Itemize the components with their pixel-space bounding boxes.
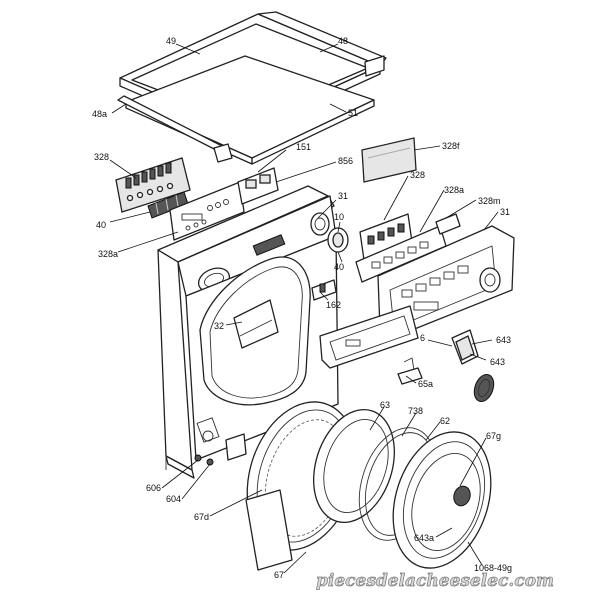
callout-738: 738 (408, 406, 423, 416)
callout-40-left: 40 (96, 220, 106, 230)
callout-328a-right: 328a (444, 185, 464, 195)
control-fascia-right (377, 225, 515, 339)
module-328m (435, 213, 461, 235)
callout-labels: 49 48 48a 51 328 328f 151 856 328 328a 3… (92, 36, 512, 580)
callout-856: 856 (338, 156, 353, 166)
callout-48: 48 (338, 36, 348, 46)
leader-lines (109, 43, 499, 574)
hinge-cover (473, 373, 495, 403)
display-window (361, 137, 417, 183)
callout-63: 63 (380, 400, 390, 410)
door-glass-63 (313, 408, 395, 524)
door-catch (451, 329, 479, 365)
callout-643a: 643a (414, 533, 434, 543)
door-inner-ring-62 (392, 431, 492, 569)
rear-rail (117, 95, 233, 163)
callout-328-mid: 328 (410, 170, 425, 180)
callout-151: 151 (296, 142, 311, 152)
small-screws (194, 454, 214, 466)
hinge-pin (397, 357, 423, 385)
watermark: piecesdelacheeselec.com (316, 571, 554, 591)
callout-162: 162 (326, 300, 341, 310)
clip-part (311, 279, 337, 301)
callout-10: 10 (334, 212, 344, 222)
interface-module (237, 167, 279, 205)
callout-643-a: 643 (496, 335, 511, 345)
callout-31-right: 31 (500, 207, 510, 217)
callout-328m: 328m (478, 196, 501, 206)
callout-32: 32 (214, 321, 224, 331)
display-panel-left (169, 181, 245, 241)
callout-643-b: 643 (490, 357, 505, 367)
callout-6: 6 (420, 333, 425, 343)
control-board (115, 157, 191, 213)
callout-328f: 328f (442, 141, 460, 151)
callout-67: 67 (274, 570, 284, 580)
callout-51: 51 (348, 108, 358, 118)
selector-knob (327, 227, 349, 253)
door-handle (233, 299, 279, 349)
callout-1068-49g: 1068-49g (474, 563, 512, 573)
right-board (359, 213, 413, 261)
callout-67g: 67g (486, 431, 501, 441)
callout-62: 62 (440, 416, 450, 426)
drawer-front (319, 305, 419, 369)
door-trim (245, 489, 293, 571)
callout-65a: 65a (418, 379, 433, 389)
callout-48a: 48a (92, 109, 107, 119)
door-lock-button (453, 485, 471, 507)
callout-606: 606 (146, 483, 161, 493)
callout-31-mid: 31 (338, 191, 348, 201)
callout-40-mid: 40 (334, 262, 344, 272)
callout-328a-left: 328a (98, 249, 118, 259)
callout-49: 49 (166, 36, 176, 46)
callout-67d: 67d (194, 512, 209, 522)
callout-328-top: 328 (94, 152, 109, 162)
callout-604: 604 (166, 494, 181, 504)
